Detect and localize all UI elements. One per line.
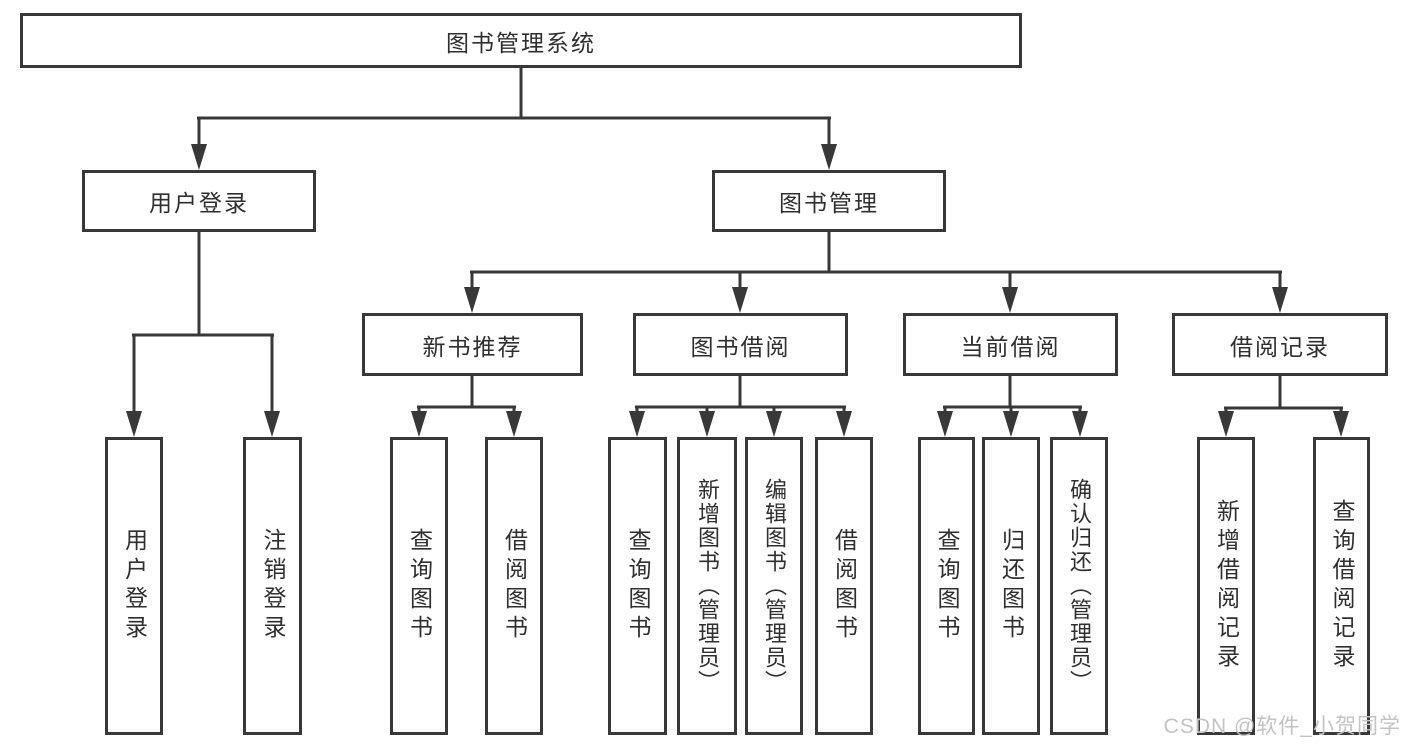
node-label: 查询图书: [406, 528, 433, 644]
node-label: 借阅图书: [831, 528, 858, 644]
arrow-down-icon: [937, 411, 953, 437]
arrow-down-icon: [1072, 411, 1088, 437]
node-label: 用户登录: [121, 528, 148, 644]
node-label: 查询图书: [934, 528, 960, 644]
arrow-down-icon: [464, 287, 480, 313]
arrow-down-icon: [821, 144, 837, 170]
arrow-down-icon: [1272, 287, 1288, 313]
node-leaf-edit-book-admin: 编辑图书（管理员）: [745, 437, 803, 735]
node-root-system: 图书管理系统: [20, 13, 1022, 68]
node-new-book-recommend: 新书推荐: [362, 313, 583, 376]
node-user-login: 用户登录: [82, 170, 316, 232]
node-label: 图书借阅: [690, 333, 791, 360]
node-current-borrow: 当前借阅: [903, 313, 1118, 376]
node-leaf-confirm-return-admin: 确认归还（管理员）: [1050, 437, 1108, 735]
node-leaf-return-book: 归还图书: [982, 437, 1040, 735]
arrow-down-icon: [1218, 411, 1234, 437]
node-label: 注销登录: [260, 528, 286, 644]
node-label: 借阅记录: [1230, 333, 1330, 360]
node-leaf-borrow-books-recommend: 借阅图书: [485, 437, 543, 735]
node-leaf-query-books-borrow: 查询图书: [608, 437, 667, 735]
arrow-down-icon: [411, 411, 427, 437]
node-label: 查询图书: [625, 528, 651, 644]
arrow-down-icon: [506, 411, 522, 437]
arrow-down-icon: [126, 411, 142, 437]
node-leaf-borrow-books: 借阅图书: [815, 437, 873, 735]
arrow-down-icon: [1333, 411, 1349, 437]
node-label: 编辑图书（管理员）: [762, 478, 787, 694]
node-book-management: 图书管理: [712, 170, 946, 232]
node-label: 归还图书: [998, 528, 1025, 644]
node-book-borrow: 图书借阅: [633, 313, 848, 376]
node-borrow-records: 借阅记录: [1172, 313, 1388, 376]
watermark-text: CSDN @软件_小贺同学: [1163, 715, 1401, 738]
arrow-down-icon: [629, 411, 645, 437]
arrowhead-icons: [126, 144, 1349, 437]
arrow-down-icon: [699, 411, 715, 437]
node-label: 新增图书（管理员）: [695, 478, 720, 694]
node-label: 确认归还（管理员）: [1067, 478, 1092, 694]
arrow-down-icon: [1003, 411, 1019, 437]
node-label: 借阅图书: [501, 528, 528, 644]
node-leaf-add-book-admin: 新增图书（管理员）: [677, 437, 737, 735]
node-leaf-user-login: 用户登录: [105, 437, 163, 735]
arrow-down-icon: [1002, 287, 1018, 313]
arrow-down-icon: [732, 287, 748, 313]
node-leaf-add-borrow-record: 新增借阅记录: [1197, 437, 1255, 735]
node-label: 图书管理系统: [446, 29, 596, 56]
node-label: 当前借阅: [960, 333, 1061, 360]
node-leaf-query-books-current: 查询图书: [918, 437, 975, 735]
node-leaf-logout: 注销登录: [243, 437, 302, 735]
arrow-down-icon: [766, 411, 782, 437]
arrow-down-icon: [264, 411, 280, 437]
node-leaf-query-borrow-record: 查询借阅记录: [1313, 437, 1370, 735]
node-label: 用户登录: [149, 190, 249, 216]
node-label: 图书管理: [779, 190, 879, 216]
node-leaf-query-books-recommend: 查询图书: [390, 437, 448, 735]
arrow-down-icon: [191, 144, 207, 170]
arrow-down-icon: [836, 411, 852, 437]
node-label: 新书推荐: [422, 333, 523, 360]
node-label: 查询借阅记录: [1329, 499, 1355, 673]
node-label: 新增借阅记录: [1213, 499, 1240, 673]
